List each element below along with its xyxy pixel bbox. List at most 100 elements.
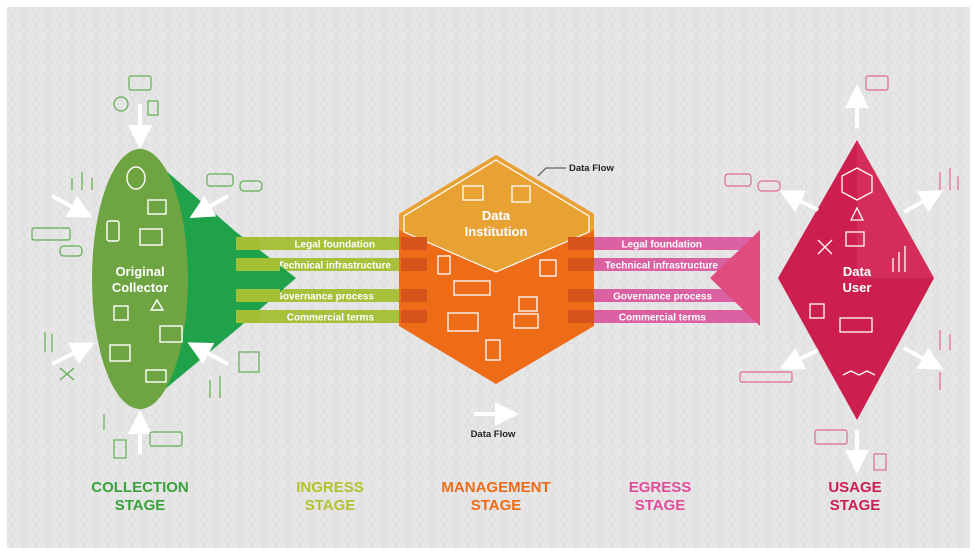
collection-band-notch-4 <box>236 310 260 323</box>
user-icons <box>809 167 906 376</box>
user-diamond-facet <box>857 140 934 278</box>
data-flow-leader <box>537 167 566 177</box>
meter-icon <box>128 75 152 91</box>
stage-ingress: INGRESS STAGE <box>270 479 390 515</box>
server-icon <box>485 339 501 361</box>
management-shape: Data Institution Data Flow <box>399 155 614 384</box>
desk-icon <box>147 199 167 215</box>
molecule-icon <box>59 367 75 381</box>
classroom-icon <box>839 317 873 333</box>
collector-label-line2: Collector <box>112 280 168 295</box>
worker-outline-icon <box>44 332 53 352</box>
data-flow-bottom-label: Data Flow <box>471 429 516 440</box>
mgmt-notch-r3 <box>568 289 594 302</box>
table-icon <box>809 303 825 319</box>
pyramid-icon <box>149 298 165 311</box>
collector-label-line1: Original <box>115 264 164 279</box>
collection-band-notch-3 <box>236 289 280 302</box>
arrow-out-upper-right <box>903 190 944 214</box>
stage-management: MANAGEMENT STAGE <box>421 479 571 515</box>
cabinet-icon <box>539 259 557 277</box>
camera-icon <box>845 231 865 247</box>
stage-management-line2: STAGE <box>470 497 522 514</box>
shelf-icon <box>511 185 531 203</box>
workstation-icon <box>447 312 479 332</box>
stage-usage: USAGE STAGE <box>800 479 910 515</box>
collection-band-notch-2 <box>236 258 280 271</box>
user-label-line1: Data <box>843 264 872 279</box>
arrow-in-upper-right <box>189 194 229 218</box>
ingress-label-legal: Legal foundation <box>294 240 375 251</box>
egress-label-commercial: Commercial terms <box>619 313 707 324</box>
group-icon <box>513 313 539 329</box>
presentation-icon <box>139 228 163 246</box>
meter-icon-out <box>865 75 889 91</box>
car-icon <box>239 180 263 192</box>
bus-icon-out <box>814 429 848 445</box>
stage-management-line1: MANAGEMENT <box>441 479 551 496</box>
egress-label-legal: Legal foundation <box>621 240 702 251</box>
van-icon-out <box>724 173 752 187</box>
mgmt-notch-l2 <box>401 258 427 271</box>
family-icon <box>71 172 93 190</box>
flow-arrows <box>51 84 944 474</box>
ingress-label-governance: Governance process <box>275 292 374 303</box>
stage-collection-line2: STAGE <box>114 497 166 514</box>
network-icon <box>841 167 873 201</box>
institution-label-line2: Institution <box>465 224 528 239</box>
sparkle-icon <box>817 239 833 255</box>
data-flow-top-label: Data Flow <box>569 163 614 174</box>
egress-band-commercial <box>570 310 760 323</box>
family-icon-out <box>939 168 959 190</box>
cone-icon <box>849 206 865 221</box>
meeting-icon <box>453 280 491 296</box>
egress-band-legal <box>570 237 760 250</box>
ingress-band-legal <box>236 237 401 250</box>
worker-icon <box>437 255 451 275</box>
office-desk-icon <box>462 185 484 201</box>
user-label-line2: User <box>843 280 872 295</box>
collection-band-notch-1 <box>236 237 260 250</box>
arrow-in-lower-left <box>51 342 95 366</box>
tv-icon <box>109 344 131 362</box>
usage-funnel <box>710 230 760 326</box>
egress-band-governance <box>570 289 760 302</box>
stage-collection: COLLECTION STAGE <box>70 479 210 515</box>
car-icon-2 <box>59 245 83 257</box>
arrow-in-upper-left <box>51 194 93 218</box>
arrow-out-upper-left <box>779 190 819 213</box>
collector-icons <box>106 166 183 383</box>
train-icon <box>31 227 71 241</box>
mgmt-notch-l4 <box>401 310 427 323</box>
worker-icon-out <box>939 330 951 350</box>
egress-band-technical <box>570 258 760 271</box>
mgmt-notch-r2 <box>568 258 594 271</box>
stage-egress-line2: STAGE <box>634 497 686 514</box>
institution-label-line1: Data <box>482 208 511 223</box>
stage-egress: EGRESS STAGE <box>600 479 720 515</box>
mgmt-notch-r1 <box>568 237 594 250</box>
collection-source-icons <box>31 75 263 459</box>
train-icon-out <box>739 371 793 383</box>
bar-chart-icon <box>892 246 906 272</box>
kiosk-icon <box>238 351 260 373</box>
usage-consumer-icons <box>724 75 959 471</box>
ingress-label-commercial: Commercial terms <box>287 313 375 324</box>
wave-icon <box>842 370 876 376</box>
institution-hexagon-top <box>399 155 594 272</box>
car-icon-out <box>757 180 781 192</box>
chart-icon <box>159 325 183 343</box>
mgmt-notch-l1 <box>401 237 427 250</box>
whiteboard-icon <box>518 296 538 312</box>
stage-egress-line1: EGRESS <box>628 479 692 496</box>
egress-label-governance: Governance process <box>613 292 712 303</box>
stage-usage-line2: STAGE <box>829 497 881 514</box>
phone-icon <box>106 220 120 242</box>
people-icon <box>113 305 129 321</box>
grid-icon <box>145 369 167 383</box>
egress-bands: Legal foundation Technical infrastructur… <box>570 237 760 324</box>
phone-outline-icon <box>113 439 127 459</box>
ingress-label-technical: Technical infrastructure <box>278 261 392 272</box>
